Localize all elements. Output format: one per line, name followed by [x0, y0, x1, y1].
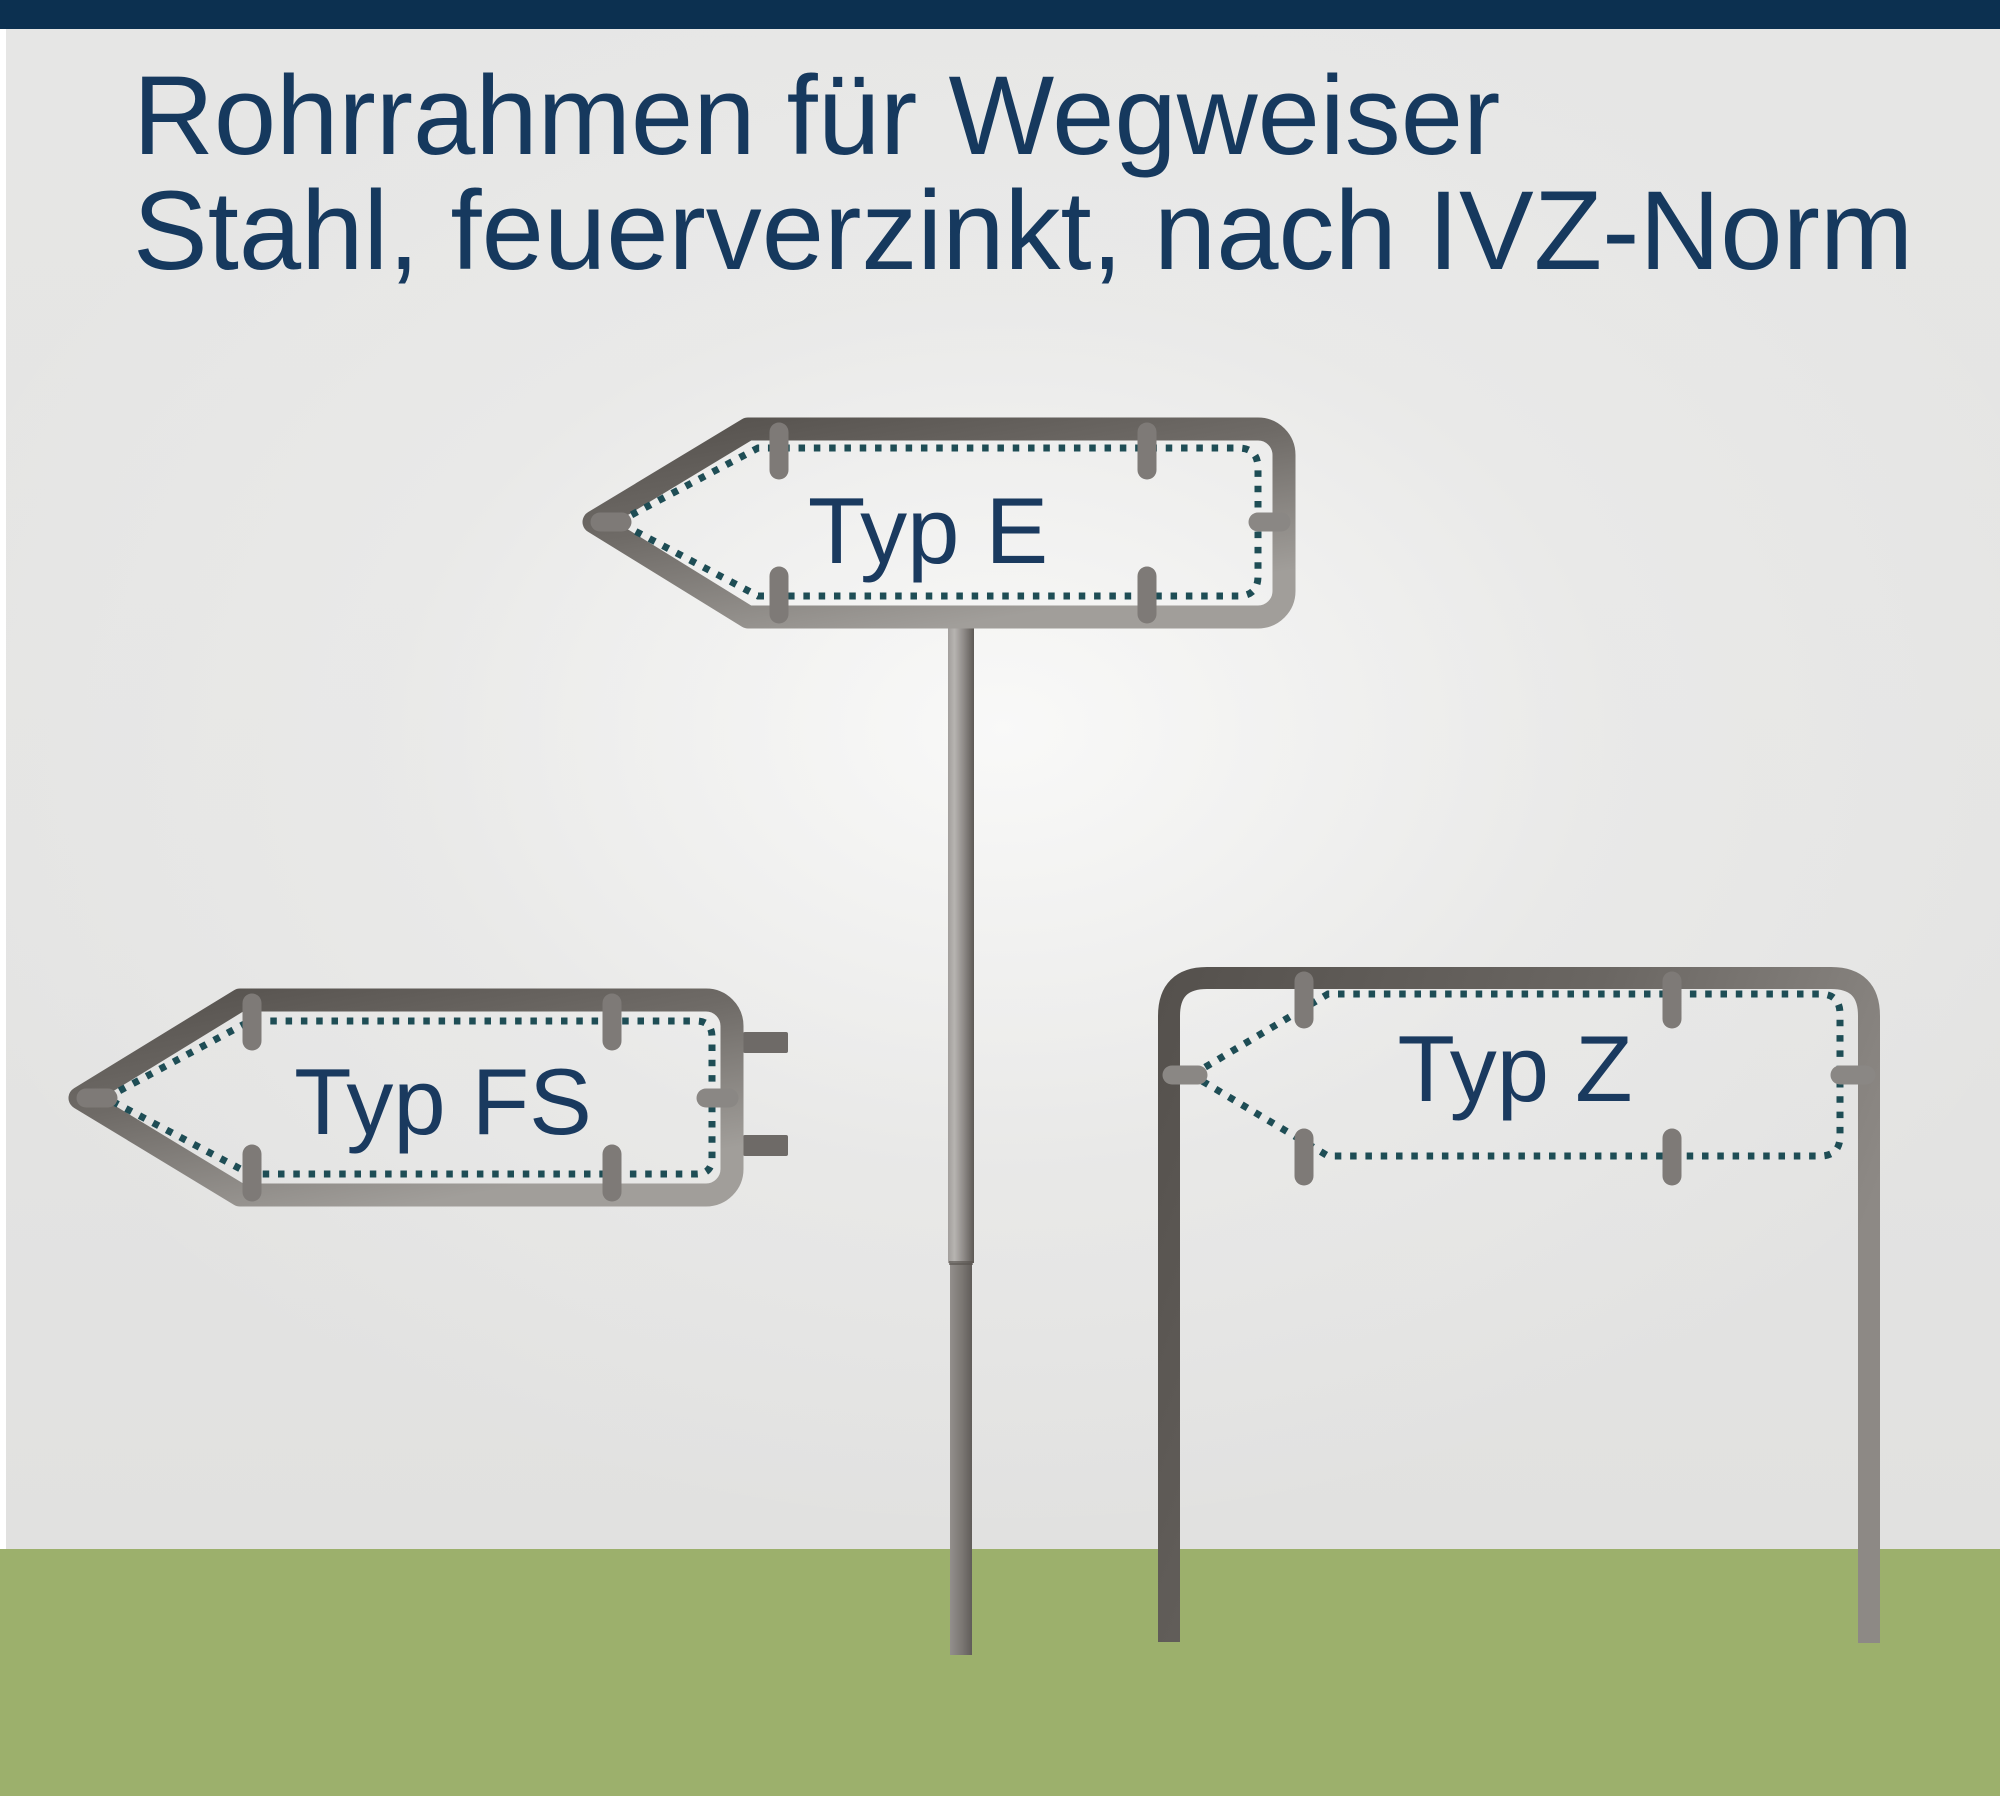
typ-fs-bracket-bottom [743, 1135, 788, 1156]
typ-e-post-joint [949, 1261, 973, 1265]
typ-e-post-lower [950, 1263, 972, 1655]
typ-e-label: Typ E [807, 478, 1049, 583]
illustration-background [6, 29, 2000, 1549]
typ-fs-sign [68, 988, 788, 1207]
typ-fs-mounting-clamps [76, 993, 739, 1202]
typ-z-panel-outline-dotted [1185, 990, 1844, 1160]
page-title-line2: Stahl, feuerverzinkt, nach IVZ-Norm [133, 168, 1914, 293]
typ-z-mounting-clamps [1162, 971, 1876, 1186]
typ-fs-bracket-top [743, 1032, 788, 1053]
typ-z-frame-tube-and-posts [1158, 967, 1880, 1643]
typ-e-mounting-clamps [590, 422, 1291, 624]
typ-fs-panel-outline-dotted [98, 1017, 716, 1178]
page-title: Rohrrahmen für Wegweiser Stahl, feuerver… [133, 58, 1913, 288]
header-bar [0, 0, 2000, 29]
typ-z-label: Typ Z [1397, 1016, 1633, 1121]
typ-z-sign [1158, 967, 1880, 1643]
typ-e-sign [582, 417, 1296, 1655]
typ-fs-label: Typ FS [294, 1049, 592, 1154]
typ-e-post-upper [948, 626, 974, 1263]
ground-grass [0, 1549, 2000, 1796]
page-title-line1: Rohrrahmen für Wegweiser [133, 53, 1501, 178]
